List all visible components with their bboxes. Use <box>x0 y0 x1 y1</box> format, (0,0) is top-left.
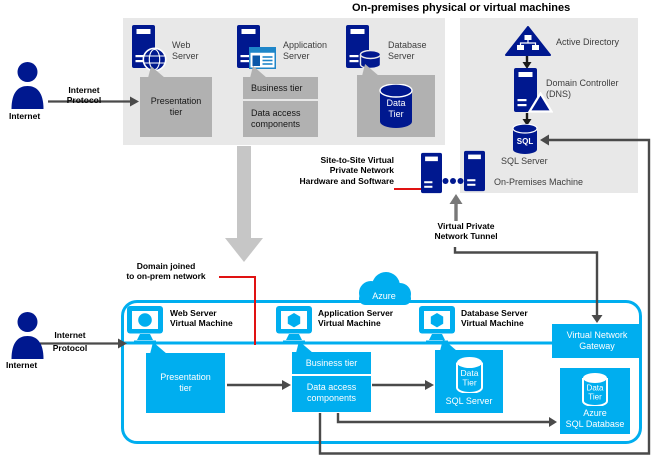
database-cylinder-icon <box>359 50 382 69</box>
sql-server-icon: SQL <box>512 124 538 154</box>
sql-server-vm-label: SQL Server <box>445 395 493 406</box>
internet-user-icon <box>11 62 44 109</box>
presentation-tier-box-azure: Presentation tier <box>146 353 225 413</box>
virtual-network-gateway-box: Virtual Network Gateway <box>552 324 642 358</box>
business-azure-label: Business tier <box>305 357 358 368</box>
vng-label-line1: Virtual Network <box>566 330 628 341</box>
internet-label-top: Internet <box>9 111 41 121</box>
azure-sql-label-line2: SQL Database <box>565 418 625 429</box>
migration-down-arrow <box>225 146 263 262</box>
data-access-azure-line1: Data access <box>306 382 357 393</box>
azure-cloud-icon: Azure <box>359 272 411 305</box>
diagram-title: On-premises physical or virtual machines <box>352 2 571 14</box>
presentation-azure-line1: Presentation <box>160 372 211 383</box>
database-server-label-line1: Database <box>388 40 427 50</box>
internet-protocol-label-top-line1: Internet <box>68 85 100 95</box>
site-to-site-label-line2: Private Network <box>329 165 394 176</box>
vpn-server-icon-right <box>464 150 485 192</box>
vpn-tunnel-arrow <box>449 194 463 221</box>
presentation-tier-line2: tier <box>169 107 183 117</box>
database-server-label-line2: Server <box>388 50 415 61</box>
internet-label-bottom: Internet <box>6 360 38 370</box>
web-vm-label-line2: Virtual Machine <box>170 318 233 329</box>
svg-text:Tier: Tier <box>588 392 602 401</box>
app-vm-label-line1: Application Server <box>318 308 394 318</box>
internet-protocol-label-bottom-line2: Protocol <box>52 343 88 354</box>
internet-protocol-label-bottom-line1: Internet <box>54 330 86 340</box>
web-vm-label-line1: Web Server <box>170 308 217 318</box>
vng-label-line2: Gateway <box>579 341 615 351</box>
sql-server-vm-box: Data Tier SQL Server <box>435 350 503 413</box>
data-tier-cylinder-icon: Data Tier <box>379 84 413 128</box>
application-server-label-line1: Application <box>283 40 328 50</box>
vpn-dots-icon <box>442 178 464 184</box>
svg-text:Tier: Tier <box>388 109 403 119</box>
domain-joined-label-line1: Domain joined <box>136 261 196 271</box>
svg-text:Tier: Tier <box>462 377 476 387</box>
domain-controller-label-line2: (DNS) <box>546 88 571 99</box>
domain-joined-label-line2: to on-prem network <box>126 271 206 282</box>
presentation-azure-line2: tier <box>179 383 192 393</box>
globe-icon <box>142 47 167 72</box>
svg-text:Data: Data <box>460 368 478 378</box>
internet-protocol-label-top-line2: Protocol <box>66 95 102 106</box>
business-tier-label: Business tier <box>251 82 303 93</box>
dns-triangle-icon <box>528 92 553 113</box>
active-directory-icon <box>505 26 551 56</box>
data-access-label-line2: components <box>251 119 301 129</box>
vpn-tunnel-label-line1: Virtual Private <box>437 221 495 231</box>
presentation-tier-box: Presentation tier <box>140 77 212 137</box>
web-server-vm-icon <box>127 306 163 344</box>
database-server-vm-icon <box>419 306 455 344</box>
data-access-azure-line2: components <box>306 393 357 403</box>
azure-sql-database-box: Data Tier Azure SQL Database <box>560 368 630 434</box>
application-server-label-line2: Server <box>283 50 310 61</box>
data-tier-cylinder-icon-sqlserver: Data Tier <box>455 356 483 393</box>
domain-controller-label-line1: Domain Controller <box>546 78 619 88</box>
internet-user-icon-bottom <box>11 312 44 359</box>
site-to-site-label-line3: Hardware and Software <box>299 175 394 186</box>
azure-sql-label-line1: Azure <box>583 407 607 418</box>
onprem-machine-label: On-Premises Machine <box>494 177 584 187</box>
app-vm-label-line2: Virtual Machine <box>318 318 381 329</box>
db-vm-label-line2: Virtual Machine <box>461 318 524 329</box>
presentation-tier-line1: Presentation <box>150 96 202 107</box>
svg-text:Azure: Azure <box>372 291 396 301</box>
vpn-tunnel-label-line2: Network Tunnel <box>434 231 498 242</box>
business-tier-box-azure: Business tier Data access components <box>292 352 371 412</box>
vpn-server-icon-left <box>421 152 442 194</box>
active-directory-label: Active Directory <box>556 37 620 47</box>
web-server-label-line2: Server <box>172 50 199 61</box>
data-tier-box: Data Tier <box>357 75 435 137</box>
data-tier-cylinder-icon-azuresql: Data Tier <box>582 372 608 406</box>
db-vm-label-line1: Database Server <box>461 308 528 318</box>
domain-controller-icon <box>514 68 537 112</box>
app-window-icon <box>249 47 276 69</box>
business-tier-box: Business tier Data access components <box>243 77 318 137</box>
application-server-vm-icon <box>276 306 312 344</box>
svg-text:Data: Data <box>386 98 405 108</box>
data-access-label-line1: Data access <box>251 108 301 119</box>
web-server-label-line1: Web <box>172 40 191 50</box>
site-to-site-label-line1: Site-to-Site Virtual <box>320 155 394 165</box>
sql-server-label: SQL Server <box>501 156 548 166</box>
svg-text:SQL: SQL <box>517 137 534 146</box>
svg-text:Data: Data <box>587 383 604 392</box>
